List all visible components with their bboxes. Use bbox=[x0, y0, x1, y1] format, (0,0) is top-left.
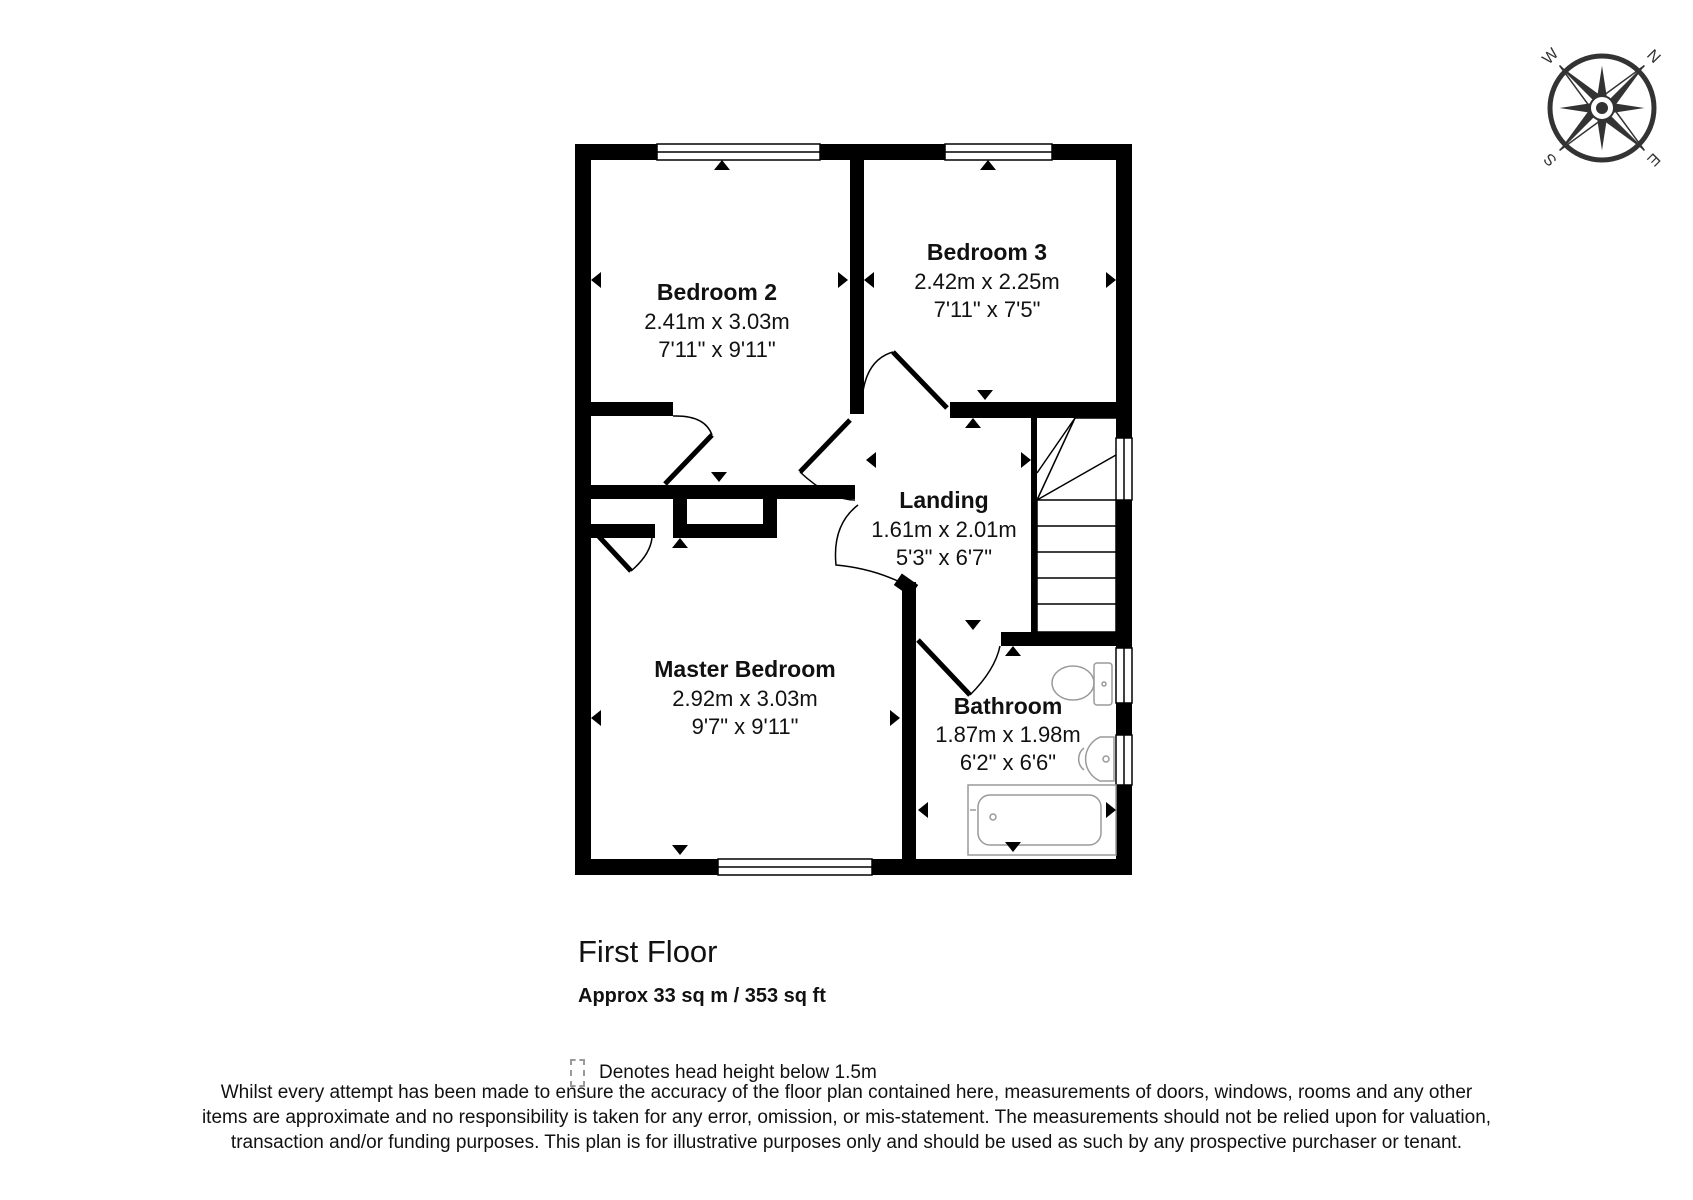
room-name-bathroom: Bathroom bbox=[954, 693, 1063, 719]
compass-east: E bbox=[1643, 149, 1663, 169]
windows bbox=[656, 143, 1133, 876]
room-name-master: Master Bedroom bbox=[654, 656, 835, 682]
room-metric-master: 2.92m x 3.03m bbox=[672, 686, 818, 711]
compass-south: S bbox=[1541, 149, 1561, 169]
room-name-bedroom3: Bedroom 3 bbox=[927, 239, 1047, 265]
basin bbox=[1077, 736, 1115, 782]
wall-bed2-cupboard bbox=[575, 402, 673, 416]
floor-title: First Floor bbox=[578, 934, 718, 969]
room-metric-bedroom3: 2.42m x 2.25m bbox=[914, 269, 1060, 294]
wall-master-top bbox=[575, 524, 655, 538]
door-bedroom3 bbox=[891, 350, 949, 410]
legend-text: Denotes head height below 1.5m bbox=[599, 1062, 877, 1083]
room-imperial-bedroom3: 7'11" x 7'5" bbox=[934, 297, 1041, 322]
room-imperial-landing: 5'3" x 6'7" bbox=[896, 545, 992, 570]
room-metric-bathroom: 1.87m x 1.98m bbox=[935, 722, 1081, 747]
wall-bathroom-top bbox=[1001, 632, 1132, 646]
floor-area: Approx 33 sq m / 353 sq ft bbox=[578, 985, 826, 1007]
doors bbox=[589, 350, 1001, 697]
compass-west: W bbox=[1539, 45, 1562, 68]
head-height-swatch-icon bbox=[570, 1059, 585, 1087]
disclaimer: Whilst every attempt has been made to en… bbox=[201, 1082, 1492, 1153]
compass-north: N bbox=[1643, 47, 1663, 67]
room-imperial-bedroom2: 7'11" x 9'11" bbox=[658, 337, 775, 362]
compass: N E S W bbox=[1539, 45, 1663, 169]
room-metric-landing: 1.61m x 2.01m bbox=[871, 517, 1017, 542]
room-labels: Bedroom 2 2.41m x 3.03m 7'11" x 9'11" Be… bbox=[644, 239, 1081, 775]
door-master bbox=[589, 526, 633, 573]
door-cupboard bbox=[663, 433, 714, 486]
wall-bed2-bed3 bbox=[850, 144, 864, 414]
door-bedroom2 bbox=[798, 418, 852, 474]
compass-star-icon bbox=[1558, 64, 1646, 152]
room-name-landing: Landing bbox=[899, 487, 988, 513]
door-master-main bbox=[834, 504, 901, 583]
door-bathroom bbox=[916, 638, 972, 697]
room-name-bedroom2: Bedroom 2 bbox=[657, 279, 777, 305]
wall-left bbox=[575, 144, 591, 875]
wall-master-right bbox=[902, 582, 916, 875]
room-imperial-master: 9'7" x 9'11" bbox=[692, 714, 799, 739]
staircase bbox=[1036, 417, 1117, 633]
dimension-arrows bbox=[591, 160, 1116, 855]
wall-cupboard-bottom bbox=[575, 485, 855, 499]
bathroom-fixtures bbox=[967, 662, 1117, 856]
toilet bbox=[1051, 662, 1113, 706]
wall-stair-left bbox=[1031, 418, 1037, 632]
bath bbox=[967, 784, 1117, 856]
wall-master-angle bbox=[893, 573, 919, 597]
room-metric-bedroom2: 2.41m x 3.03m bbox=[644, 309, 790, 334]
wall-bed3-landing bbox=[950, 402, 1132, 418]
room-imperial-bathroom: 6'2" x 6'6" bbox=[960, 750, 1056, 775]
wall-chimney-bottom bbox=[673, 524, 777, 538]
legend: Denotes head height below 1.5m bbox=[570, 1058, 877, 1088]
